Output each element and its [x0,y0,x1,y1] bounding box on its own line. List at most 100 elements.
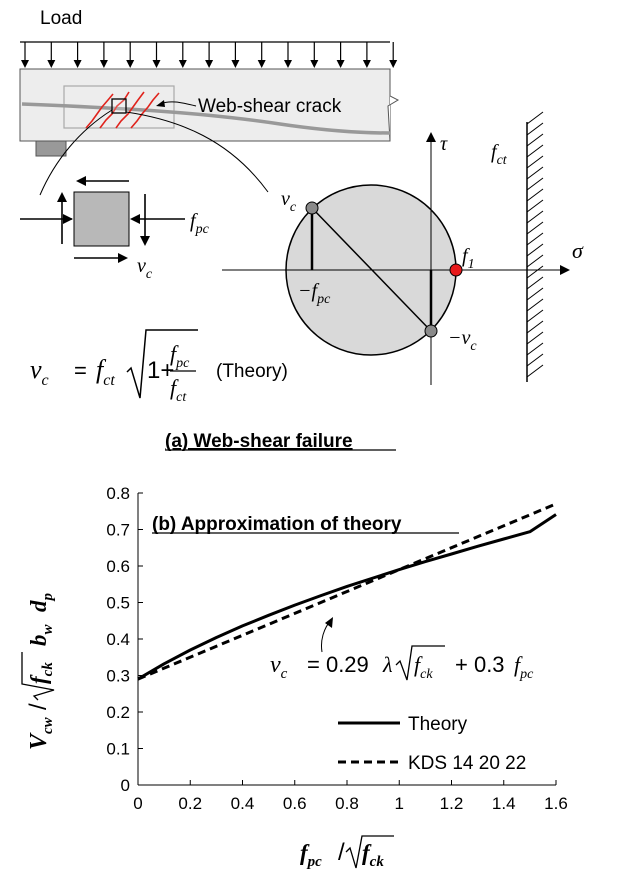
annotation-plus: + 0.3 [455,652,505,677]
load-arrow [231,42,240,68]
annotation-root: fck [414,652,433,682]
xlabel-radical [345,835,394,869]
y-tick-label: 0.5 [106,594,130,613]
ylabel-root: fck [26,662,56,684]
caption-a: (a) Web-shear failure [165,431,353,452]
load-arrow [178,42,187,68]
load-label: Load [40,8,82,29]
formula-note: (Theory) [216,361,288,382]
x-tick-label: 0.6 [283,794,307,813]
formula-one: 1+ [147,357,174,384]
element-marker [111,98,127,114]
annotation-lambda: λ [382,652,393,677]
load-arrow [257,42,266,68]
y-tick-label: 0 [121,776,130,795]
element-square [73,191,130,247]
xlabel-root: fck [362,840,384,870]
ylabel-d: dp [26,593,56,613]
load-arrow [73,42,82,68]
x-tick-label: 1 [395,794,404,813]
formula-eq: = [74,358,87,383]
load-arrows [21,42,398,68]
legend-kds: KDS 14 20 22 [408,753,526,774]
ylabel-num: Vcw [26,716,56,750]
series-kds [137,502,557,681]
load-arrow [362,42,371,68]
x-tick-label: 1.4 [492,794,516,813]
fct-label: fct [491,141,508,168]
load-arrow [336,42,345,68]
x-tick-label: 0.8 [335,794,359,813]
formula-den: fct [170,375,187,405]
point-f1 [449,263,463,277]
element-fpc: fpc [190,210,210,237]
load-arrow [21,42,29,68]
crack-label: Web-shear crack [198,96,342,117]
series-theory [137,513,557,681]
y-axis-label: Vcw / fck bw dp [21,593,56,750]
panel-a: Load Web-shear crack [19,8,584,452]
panel-b-chart: 0 0.2 0.4 0.6 0.8 1 1.2 1.4 1.6 0 0.1 0.2 0.3 0.4 0.5… [21,484,568,870]
load-arrow [126,42,135,68]
mohr-circle-diagram: τ σ fct f1 vc −fpc −vc [222,111,584,385]
x-axis-label: fpc / fck [300,835,394,870]
legend-theory: Theory [408,714,468,735]
sigma-label: σ [572,238,584,263]
x-tick-label: 0 [133,794,142,813]
support [35,140,67,157]
y-tick-label: 0.6 [106,557,130,576]
kds-annotation: vc = 0.29 λ fck + 0.3 fpc [270,617,534,682]
formula-lhs: vc [30,355,49,389]
ylabel-radical [21,652,55,701]
load-arrow [389,42,398,68]
series-lines [137,502,557,681]
stress-element: fpc vc [20,176,210,282]
y-tick-label: 0.3 [106,667,130,686]
y-tick-label: 0.7 [106,521,130,540]
f1-label: f1 [462,245,475,272]
element-vc: vc [137,255,153,282]
x-tick-label: 1.2 [440,794,464,813]
annotation-eq: = 0.29 [307,652,369,677]
y-tick-label: 0.8 [106,484,130,503]
load-arrow [284,42,292,68]
fct-hatching [526,111,544,378]
theory-formula: vc = fct 1+ fpc fct (Theory) [30,329,288,405]
tendon [21,102,391,135]
vc-label: vc [281,188,297,215]
annotation-lhs: vc [270,652,288,682]
xlabel-num: fpc [300,840,322,870]
point-vc [305,201,319,215]
zoom-line-right [125,111,269,193]
tau-label: τ [440,133,448,155]
y-tick-label: 0.2 [106,703,130,722]
point-neg-vc [424,324,438,338]
x-tick-label: 0.4 [231,794,255,813]
legend: Theory KDS 14 20 22 [338,714,526,774]
x-tick-label: 1.6 [544,794,568,813]
x-ticks: 0 0.2 0.4 0.6 0.8 1 1.2 1.4 1.6 [133,780,568,813]
y-tick-label: 0.1 [106,740,130,759]
beam-break [387,69,400,142]
annotation-arrowhead [325,617,333,628]
ylabel-slash: / [25,703,52,710]
load-arrow [205,42,214,68]
y-ticks: 00.10.20.30.40.50.60.70.8 [106,484,143,795]
annotation-f: fpc [514,652,534,682]
formula-radical [126,329,198,399]
load-arrow [152,42,161,68]
x-tick-label: 0.2 [178,794,202,813]
xlabel-slash: / [338,839,345,866]
ylabel-b: bw [26,624,56,647]
load-arrow [47,42,56,68]
load-arrow [99,42,108,68]
load-arrow [310,42,319,68]
annotation-radical [395,645,445,681]
formula-num: fpc [170,341,190,371]
zoom-line-left [39,109,113,196]
neg-vc-label: −vc [448,327,477,354]
neg-fpc-label: −fpc [298,280,331,307]
mohr-diameter [311,207,432,332]
chart-title: (b) Approximation of theory [152,514,402,535]
